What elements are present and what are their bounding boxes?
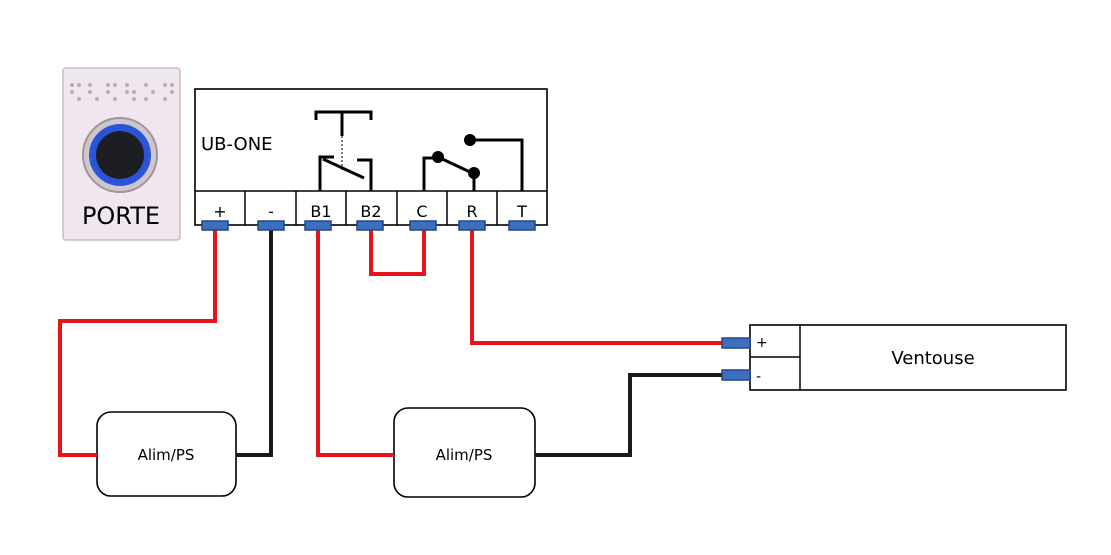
wire-plus-to-psu1 [58, 228, 217, 457]
controller-ub-one: UB-ONE + - B1 B2 C R T [194, 88, 548, 226]
terminal-label-minus: - [268, 202, 274, 221]
power-supply-1-label: Alim/PS [138, 446, 195, 464]
relay-contact-symbol [422, 134, 524, 191]
wire-b2-c-jumper [369, 228, 426, 276]
terminal-b1 [304, 220, 332, 231]
terminal-c [409, 220, 437, 231]
ventouse-plus-terminal [721, 337, 751, 349]
button-label: PORTE [82, 202, 160, 230]
braille-dots [70, 83, 174, 101]
wire-minus-to-psu1 [236, 228, 273, 457]
terminal-label-r: R [466, 202, 477, 221]
wires [58, 228, 730, 457]
power-supply-1: Alim/PS [96, 411, 237, 497]
wire-r-to-ventouse-plus [470, 228, 730, 345]
terminal-minus [257, 220, 285, 231]
terminal-label-b2: B2 [360, 202, 381, 221]
terminal-plus [201, 220, 229, 231]
terminal-r [458, 220, 486, 231]
terminal-label-b1: B1 [310, 202, 331, 221]
ventouse-terminal-minus: - [756, 369, 761, 385]
ventouse-box: + - Ventouse [749, 324, 1067, 391]
terminal-label-t: T [516, 202, 527, 221]
terminal-blocks [201, 220, 751, 381]
terminal-b2 [356, 220, 384, 231]
wire-b1-to-psu2 [316, 228, 394, 457]
terminal-t [508, 220, 536, 231]
controller-name: UB-ONE [201, 134, 273, 155]
door-button-panel: PORTE [62, 67, 181, 241]
push-button [96, 131, 144, 179]
terminal-label-c: C [416, 202, 427, 221]
power-supply-2-label: Alim/PS [436, 446, 493, 464]
wire-psu2-to-ventouse-minus [535, 373, 730, 457]
power-supply-2: Alim/PS [393, 407, 536, 498]
pushbutton-switch-symbol [314, 110, 373, 191]
terminal-label-plus: + [213, 202, 226, 221]
ventouse-minus-terminal [721, 369, 751, 381]
ventouse-terminal-plus: + [756, 335, 768, 351]
ventouse-outline [749, 324, 1067, 391]
ventouse-name: Ventouse [891, 348, 974, 369]
power-supply-2-box [393, 407, 536, 498]
